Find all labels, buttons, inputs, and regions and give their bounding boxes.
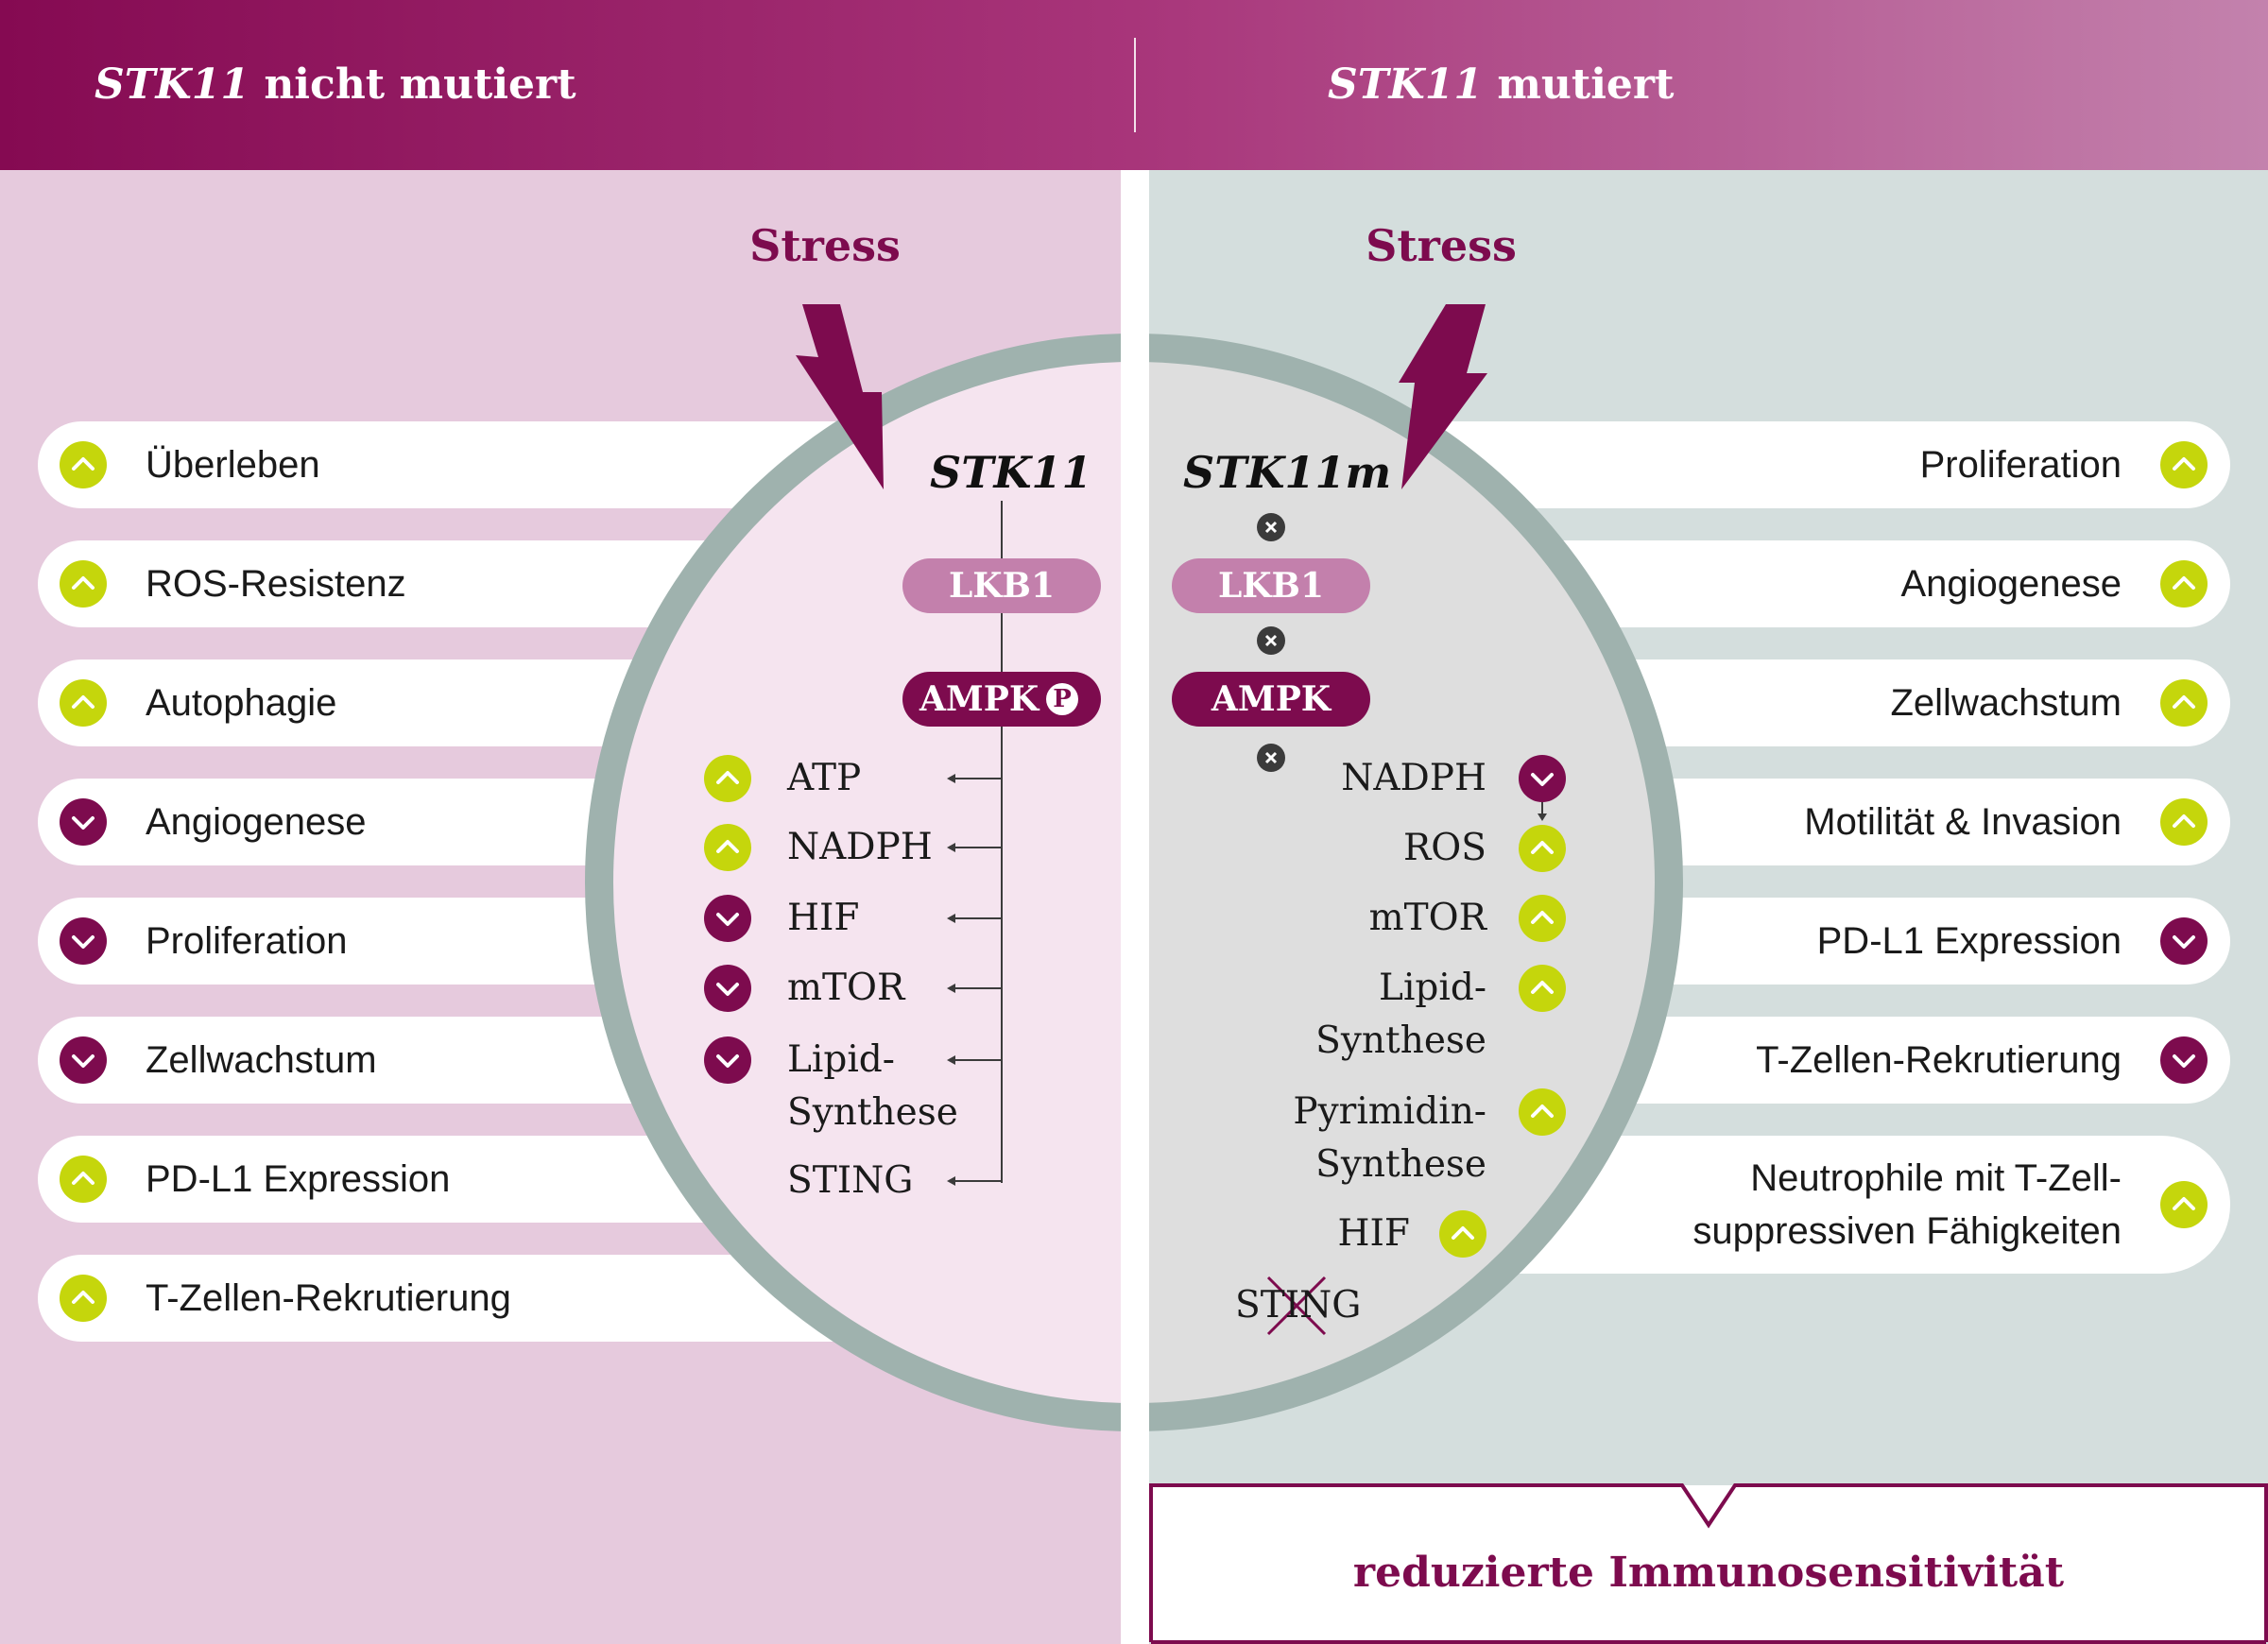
left-outcome-label: T-Zellen-Rekrutierung (146, 1277, 511, 1319)
left-metabolite-label: ATP (787, 757, 862, 799)
right-metabolite-label: HIF (1337, 1212, 1410, 1255)
chevron-down-icon (704, 1036, 751, 1084)
left-arrowhead (947, 984, 955, 993)
left-ampk-label: AMPK (919, 679, 1040, 719)
cell-left-half (585, 334, 1121, 1431)
header-divider (1134, 38, 1136, 132)
left-outcome-label: Autophagie (146, 682, 337, 724)
left-metabolite-label: mTOR (787, 967, 905, 1009)
chevron-down-icon (704, 895, 751, 942)
right-outcome-label: Proliferation (1919, 444, 2122, 486)
header-left-gene: STK11 (94, 60, 249, 109)
right-metabolite-label: mTOR (1368, 897, 1486, 939)
right-nadph-arrowhead (1538, 813, 1547, 821)
block-x-icon-1 (1257, 513, 1285, 541)
chevron-up-icon (1519, 1088, 1566, 1136)
right-outcome-label: Neutrophile mit T-Zell-suppressiven Fähi… (1692, 1157, 2122, 1252)
left-gene-label: STK11 (930, 447, 1092, 498)
header-right-title: STK11 mutiert (1328, 57, 1674, 113)
left-metabolite-label: STING (787, 1159, 914, 1202)
left-arrowhead (947, 1055, 955, 1065)
right-lkb1-pill: LKB1 (1172, 558, 1370, 613)
right-ampk-pill: AMPK (1172, 672, 1370, 727)
left-ampk-pill: AMPK P (902, 672, 1101, 727)
chevron-up-icon (2160, 441, 2208, 488)
chevron-up-icon (2160, 560, 2208, 608)
chevron-down-icon (60, 917, 107, 965)
phospho-badge: P (1046, 683, 1078, 715)
header-left-rest: nicht mutiert (249, 60, 576, 109)
left-arrowhead (947, 843, 955, 852)
header-right-rest: mutiert (1483, 60, 1675, 109)
stress-left-label: Stress (749, 220, 901, 271)
right-metabolite-label: Lipid-Synthese (1315, 967, 1486, 1062)
left-metabolite-label: Lipid-Synthese (787, 1038, 958, 1134)
lightning-right-icon (1399, 304, 1487, 489)
right-metabolite-label: Pyrimidin-Synthese (1293, 1090, 1486, 1186)
header-right-gene: STK11 (1328, 60, 1483, 109)
right-outcome-label: Motilität & Invasion (1804, 801, 2122, 843)
right-outcome-label: T-Zellen-Rekrutierung (1756, 1039, 2122, 1081)
chevron-up-icon (60, 441, 107, 488)
chevron-up-icon (1439, 1210, 1486, 1258)
left-outcome-label: Überleben (146, 444, 320, 486)
chevron-up-icon (2160, 798, 2208, 846)
right-gene-label: STK11m (1183, 447, 1392, 498)
chevron-up-icon (60, 679, 107, 727)
chevron-down-icon (60, 1036, 107, 1084)
sting-crossout-b (1266, 1276, 1327, 1336)
chevron-up-icon (1519, 825, 1566, 872)
right-metabolite-label: NADPH (1341, 757, 1486, 799)
right-outcome-label: Zellwachstum (1890, 682, 2122, 724)
right-outcome-label: Angiogenese (1900, 563, 2122, 605)
cell-right-half (1149, 334, 1683, 1431)
stress-right-label: Stress (1366, 220, 1517, 271)
header-left-title: STK11 nicht mutiert (94, 57, 576, 113)
left-arrowhead (947, 914, 955, 923)
right-metabolite-label: STING (1235, 1284, 1362, 1327)
right-outcome-label: PD-L1 Expression (1816, 920, 2122, 962)
left-outcome-label: PD-L1 Expression (146, 1158, 451, 1200)
chevron-down-icon (2160, 1036, 2208, 1084)
left-outcome-label: Proliferation (146, 920, 348, 962)
left-arrowhead (947, 774, 955, 783)
left-metabolite-label: NADPH (787, 826, 933, 868)
chevron-up-icon (704, 755, 751, 802)
block-x-icon-2 (1257, 626, 1285, 655)
chevron-up-icon (704, 824, 751, 871)
left-metabolite-label: HIF (787, 897, 860, 939)
chevron-up-icon (2160, 679, 2208, 727)
left-outcome-label: Angiogenese (146, 801, 367, 843)
bottom-result-label: reduzierte Immunosensitivität (1352, 1549, 2065, 1597)
lightning-left-icon (796, 304, 884, 489)
chevron-up-icon (1519, 895, 1566, 942)
chevron-down-icon (60, 798, 107, 846)
chevron-up-icon (2160, 1181, 2208, 1228)
chevron-up-icon (1519, 965, 1566, 1012)
right-metabolite-label: ROS (1402, 827, 1486, 869)
chevron-down-icon (1519, 755, 1566, 802)
left-arrowhead (947, 1176, 955, 1186)
chevron-down-icon (704, 965, 751, 1012)
chevron-down-icon (2160, 917, 2208, 965)
block-x-icon-3 (1257, 744, 1285, 772)
chevron-up-icon (60, 1156, 107, 1203)
left-outcome-label: ROS-Resistenz (146, 563, 406, 605)
chevron-up-icon (60, 560, 107, 608)
chevron-up-icon (60, 1275, 107, 1322)
left-outcome-label: Zellwachstum (146, 1039, 377, 1081)
left-lkb1-pill: LKB1 (902, 558, 1101, 613)
